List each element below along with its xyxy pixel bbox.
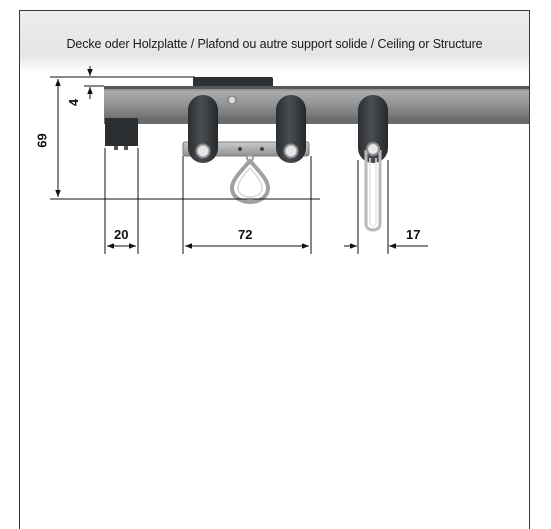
- dim-20-label: 20: [114, 227, 129, 242]
- dim-4-label: 4: [66, 98, 82, 107]
- hook-runner-hook-inner: [369, 158, 377, 227]
- runner-right: [276, 95, 306, 163]
- hook-runner: [358, 95, 388, 163]
- track-rail-top-edge: [104, 86, 529, 89]
- dim-72-label: 72: [238, 227, 253, 242]
- dim-17-label: 17: [406, 227, 421, 242]
- center-ring: [229, 158, 271, 205]
- plate-rivet: [238, 147, 242, 151]
- end-cap-foot: [114, 146, 118, 150]
- end-cap: [105, 118, 138, 146]
- hook-runner-hook: [364, 150, 382, 232]
- ceiling-surface: [20, 11, 529, 73]
- runner-right-eyelet: [283, 143, 299, 159]
- hook-runner-eyelet: [366, 142, 380, 156]
- center-ring-inner: [237, 166, 263, 198]
- bracket-screw: [227, 95, 237, 105]
- runner-left-eyelet: [195, 143, 211, 159]
- runner-left: [188, 95, 218, 163]
- ceiling-label: Decke oder Holzplatte / Plafond ou autre…: [66, 37, 483, 51]
- dim-69-label: 69: [34, 133, 50, 148]
- track-rail-groove: [104, 118, 529, 124]
- end-cap-foot: [124, 146, 128, 150]
- plate-rivet: [260, 147, 264, 151]
- track-rail: [104, 86, 529, 124]
